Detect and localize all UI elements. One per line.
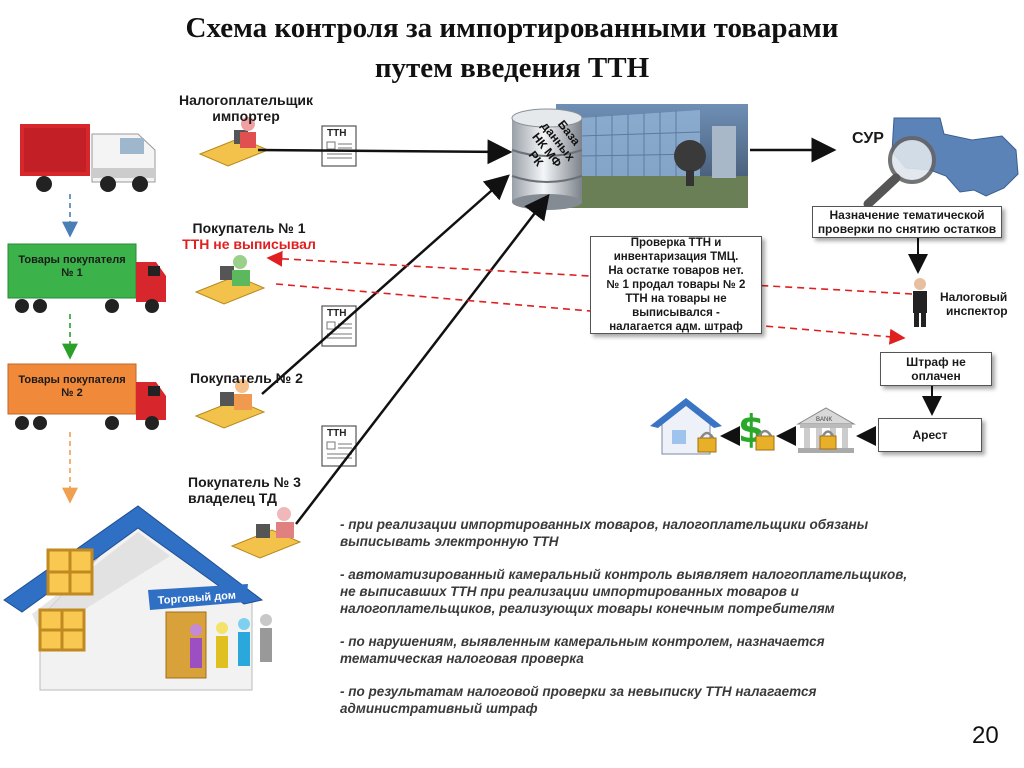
note-2-line1: - автоматизированный камеральный контрол… [340, 567, 908, 582]
truck-buyer2 [7, 363, 166, 430]
notes-list: - при реализации импортированных товаров… [340, 516, 980, 733]
ttn-label-2: ТТН [327, 308, 347, 319]
inspector-label-line1: Налоговый [940, 290, 1008, 304]
note-1-line1: - при реализации импортированных товаров… [340, 517, 869, 532]
ttn-document-icon-3 [321, 425, 357, 467]
home-lock-icon [650, 398, 722, 455]
trade-house-sign: Торговый дом [157, 590, 236, 607]
inspector-label-line2: инспектор [946, 304, 1008, 318]
note-4-line2: административный штраф [340, 701, 538, 716]
inspector-label: Налоговый инспектор [940, 290, 1008, 318]
ttn-document-icon-1 [321, 125, 357, 167]
page-number: 20 [972, 722, 999, 749]
note-2-line3: налогоплательщиков, реализующих товары к… [340, 601, 835, 616]
arrow-buyer2-to-database [261, 174, 510, 395]
ttn-check-line1: Проверка ТТН и [630, 237, 722, 249]
importer-label-line1: Налогоплательщик [178, 92, 314, 108]
ttn-label-3: ТТН [327, 428, 347, 439]
arrest-box: Арест [878, 418, 982, 452]
fine-unpaid-line1: Штраф не [906, 355, 966, 369]
note-item: - по результатам налоговой проверки за н… [340, 683, 980, 717]
bank-sign: BANK [816, 417, 832, 423]
buyer1-label-line2: ТТН не выписывал [182, 236, 316, 252]
buyer1-label-line1: Покупатель № 1 [192, 220, 306, 236]
importer-label-line2: импортер [212, 108, 280, 124]
fine-unpaid-box: Штраф не оплачен [880, 352, 992, 386]
ttn-check-line5: ТТН на товары не [625, 293, 727, 305]
bank-lock-icon: BANK [796, 407, 856, 453]
money-lock-icon: $ [738, 407, 775, 451]
truck-buyer2-label-line1: Товары покупателя [18, 374, 126, 386]
note-item: - по нарушениям, выявленным камеральным … [340, 633, 980, 667]
ttn-check-line2: инвентаризация ТМЦ. [613, 251, 739, 263]
arrow-importer-to-database [257, 139, 513, 165]
ttn-label-1: ТТН [327, 128, 347, 139]
note-3-line1: - по нарушениям, выявленным камеральным … [340, 634, 825, 649]
sur-map-icon [863, 117, 1019, 209]
ttn-check-line3: На остатке товаров нет. [608, 265, 744, 277]
fine-unpaid-line2: оплачен [911, 369, 961, 383]
note-4-line1: - по результатам налоговой проверки за н… [340, 684, 817, 699]
importer-desk-icon [198, 117, 270, 167]
building-photo [556, 104, 748, 208]
note-item: - при реализации импортированных товаров… [340, 516, 980, 550]
database-icon [511, 108, 583, 210]
tax-inspector-icon [913, 278, 927, 327]
note-item: - автоматизированный камеральный контрол… [340, 566, 980, 617]
truck-buyer1-label-line2: № 1 [61, 267, 83, 279]
truck-buyer1 [7, 243, 166, 313]
thematic-check-line2: проверки по снятию остатков [817, 222, 997, 236]
sur-label: СУР [852, 130, 884, 147]
page-title-line1: Схема контроля за импортированными товар… [185, 12, 839, 44]
thematic-check-line1: Назначение тематической [829, 208, 985, 222]
main-truck [20, 124, 156, 192]
buyer2-label: Покупатель № 2 [190, 370, 303, 386]
buyer3-desk-icon [230, 507, 302, 559]
buyer1-desk-icon [194, 255, 266, 305]
ttn-check-line6: выписывался - [632, 307, 720, 319]
truck-buyer2-label-line2: № 2 [61, 387, 83, 399]
buyer2-desk-icon [194, 379, 266, 429]
ttn-check-line4: № 1 продал товары № 2 [606, 279, 746, 291]
truck-buyer1-label-line1: Товары покупателя [18, 254, 126, 266]
importer-label: Налогоплательщик импортер [166, 92, 326, 124]
buyer1-label: Покупатель № 1 ТТН не выписывал [166, 220, 332, 252]
note-3-line2: тематическая налоговая проверка [340, 651, 584, 666]
page-title-line2: путем введения ТТН [374, 52, 650, 84]
thematic-check-box: Назначение тематической проверки по снят… [812, 206, 1002, 238]
buyer3-label-line2: владелец ТД [188, 490, 277, 506]
people-group-icon [190, 614, 272, 668]
ttn-check-box: Проверка ТТН и инвентаризация ТМЦ. На ос… [590, 236, 762, 334]
arrow-buyer3-to-database [295, 194, 550, 525]
note-2-line2: не выписавших ТТН при реализации импорти… [340, 584, 799, 599]
note-1-line2: выписывать электронную ТТН [340, 534, 559, 549]
truck-buyer2-label: Товары покупателя № 2 [8, 374, 136, 400]
buyer3-label-line1: Покупатель № 3 [188, 474, 301, 490]
buyer3-label: Покупатель № 3 владелец ТД [188, 474, 301, 506]
truck-buyer1-label: Товары покупателя № 1 [8, 254, 136, 280]
ttn-check-line7: налагается адм. штраф [609, 321, 743, 333]
